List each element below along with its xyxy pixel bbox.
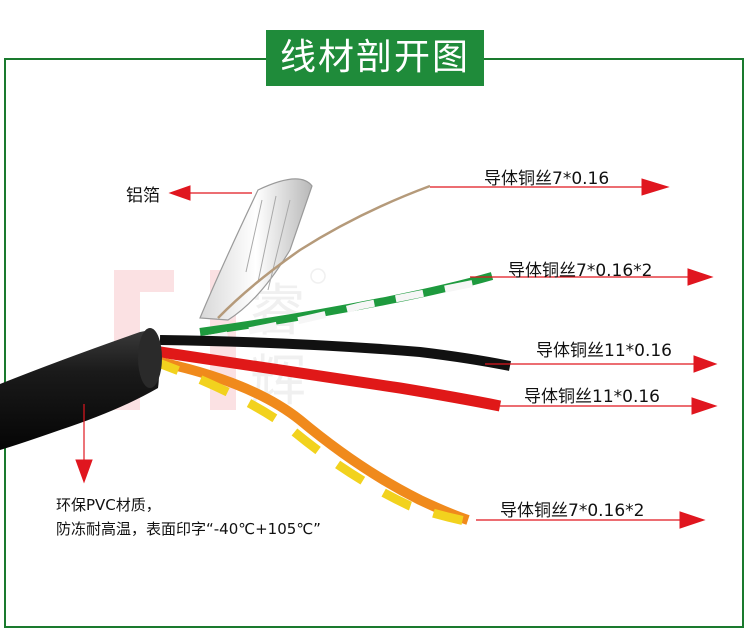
pvc-jacket <box>0 330 159 450</box>
page-title: 线材剖开图 <box>266 30 484 86</box>
green-white-pair <box>199 272 494 344</box>
label-wire-5: 导体铜丝7*0.16*2 <box>500 501 645 521</box>
label-wire-3: 导体铜丝11*0.16 <box>536 341 672 361</box>
red-wire <box>159 346 502 412</box>
orange-yellow-pair <box>148 355 471 527</box>
arrows <box>75 178 718 529</box>
label-wire-1: 导体铜丝7*0.16 <box>484 169 610 189</box>
label-jacket-line-2: 防冻耐高温，表面印字“-40℃+105℃” <box>56 520 321 538</box>
label-wire-2: 导体铜丝7*0.16*2 <box>508 261 653 281</box>
aluminum-foil <box>199 178 313 321</box>
label-wire-4: 导体铜丝11*0.16 <box>524 387 660 407</box>
black-wire <box>159 335 511 371</box>
copper-drain-wire <box>217 184 431 319</box>
label-jacket-line-1: 环保PVC材质， <box>56 496 161 514</box>
label-aluminum-foil: 铝箔 <box>126 186 160 206</box>
